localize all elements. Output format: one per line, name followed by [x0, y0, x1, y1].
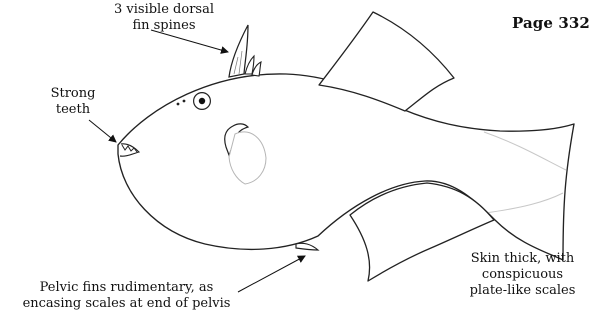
- nostril-1: [177, 103, 180, 106]
- teeth-annotation-line-1: Strong: [39, 86, 107, 102]
- nostril-2: [183, 100, 186, 103]
- skin-annotation-line-3: plate-like scales: [451, 283, 594, 299]
- page-label: Page 332: [512, 14, 590, 32]
- dorsal-annotation-line-2: fin spines: [98, 18, 230, 34]
- pelvic-annotation-line-1: Pelvic fins rudimentary, as: [2, 280, 251, 296]
- pelvic-annotation-line-2: encasing scales at end of pelvis: [2, 296, 251, 312]
- skin-annotation-line-1: Skin thick, with: [451, 251, 594, 267]
- teeth-annotation-arrow: [89, 120, 116, 142]
- dorsal-spine-2: [245, 56, 254, 74]
- fish-body: [118, 74, 574, 260]
- eye-pupil: [199, 98, 205, 104]
- skin-annotation: Skin thick, with conspicuous plate-like …: [451, 251, 594, 299]
- teeth-annotation: Strong teeth: [39, 86, 107, 118]
- dorsal-spine-1: [229, 25, 248, 77]
- pelvic-annotation: Pelvic fins rudimentary, as encasing sca…: [2, 280, 251, 312]
- skin-annotation-line-2: conspicuous: [451, 267, 594, 283]
- teeth-annotation-line-2: teeth: [39, 102, 107, 118]
- dorsal-annotation-line-1: 3 visible dorsal: [98, 2, 230, 18]
- dorsal-annotation: 3 visible dorsal fin spines: [98, 2, 230, 34]
- pelvic-fin: [296, 243, 318, 250]
